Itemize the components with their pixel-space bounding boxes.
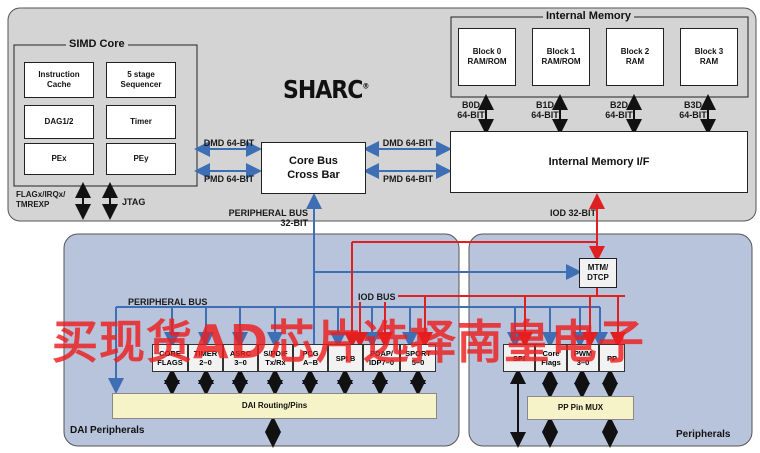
dai-pdap: PDAP/ IDP7–0: [363, 344, 400, 372]
memory-block-2: Block 2 RAM: [606, 28, 664, 86]
iod-32-label: IOD 32-BIT: [549, 208, 596, 218]
b2d-label: B2D 64-BIT: [605, 100, 633, 120]
internal-memory-if: Internal Memory I/F: [450, 131, 748, 193]
dai-spi-b: SPI B: [328, 344, 363, 372]
simd-core-title: SIMD Core: [66, 38, 128, 50]
dai-spdif: S/PDIF Tx/Rx: [258, 344, 293, 372]
sequencer-block: 5 stage Sequencer: [106, 62, 176, 98]
dag-block: DAG1/2: [24, 105, 94, 139]
dai-routing-pins: DAI Routing/Pins: [112, 393, 437, 419]
periph-spi: SPI: [503, 344, 535, 372]
b0d-label: B0D 64-BIT: [457, 100, 485, 120]
dai-core-flags: CORE FLAGS: [152, 344, 188, 372]
dai-sport: SPORT 5–0: [400, 344, 436, 372]
memory-block-1: Block 1 RAM/ROM: [532, 28, 590, 86]
core-bus-crossbar: Core Bus Cross Bar: [261, 142, 366, 194]
mtm-dtcp-block: MTM/ DTCP: [579, 258, 617, 288]
sharc-logo: SHARC®: [283, 76, 369, 105]
peripherals-title: Peripherals: [676, 429, 731, 440]
pex-block: PEx: [24, 143, 94, 175]
timer-block: Timer: [106, 105, 176, 139]
iod-bus-label: IOD BUS: [358, 292, 398, 302]
dmd-left-label: DMD 64-BIT: [203, 138, 255, 148]
flags-label: FLAGx/IRQx/ TMREXP: [16, 190, 66, 209]
pmd-left-label: PMD 64-BIT: [203, 174, 254, 184]
logo-mark: ®: [362, 81, 369, 91]
periph-pp: PP: [599, 344, 625, 372]
dai-asrc: ASRC 3–0: [223, 344, 258, 372]
pp-pin-mux: PP Pin MUX: [527, 396, 634, 420]
memory-block-3: Block 3 RAM: [680, 28, 738, 86]
periph-core-flags: Core Flags: [535, 344, 567, 372]
logo-text: SHARC: [283, 76, 363, 105]
dai-timer: TIMER 2–0: [188, 344, 223, 372]
pmd-right-label: PMD 64-BIT: [382, 174, 433, 184]
dmd-right-label: DMD 64-BIT: [382, 138, 434, 148]
b3d-label: B3D 64-BIT: [679, 100, 707, 120]
dai-peripherals-title: DAI Peripherals: [70, 425, 145, 436]
peripheral-bus-label: PERIPHERAL BUS: [128, 297, 208, 307]
pey-block: PEy: [106, 143, 176, 175]
instruction-cache-block: Instruction Cache: [24, 62, 94, 98]
periph-pwm: PWM 3–0: [567, 344, 599, 372]
peripheral-bus-32-label: PERIPHERAL BUS 32-BIT: [228, 208, 308, 228]
watermark-text: 买现货AD芯片选择南皇电子: [52, 315, 645, 369]
internal-memory-title: Internal Memory: [543, 10, 634, 22]
jtag-label: JTAG: [122, 197, 146, 207]
memory-block-0: Block 0 RAM/ROM: [458, 28, 516, 86]
dai-pcg: PCG A–B: [293, 344, 328, 372]
b1d-label: B1D 64-BIT: [531, 100, 559, 120]
